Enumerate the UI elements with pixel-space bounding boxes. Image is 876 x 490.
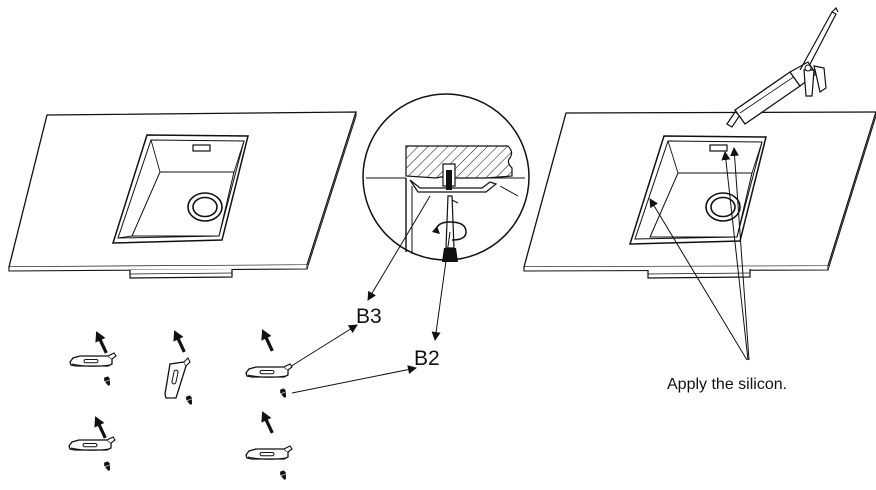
caulking-gun-icon: [726, 6, 839, 128]
mounting-clip-icon: [164, 357, 191, 399]
silicon-instruction: Apply the silicon.: [667, 376, 787, 393]
mounting-clip-icon: [245, 445, 293, 460]
screwdriver-icon: [432, 195, 467, 262]
screw-icon: [184, 394, 195, 406]
label-b2: B2: [414, 347, 440, 370]
up-arrow-icon: [89, 327, 113, 357]
left-sink-bowl: [111, 134, 249, 244]
screw-icon: [102, 460, 113, 472]
parts-group: [68, 325, 293, 481]
screw-icon: [278, 469, 289, 481]
drain-icon: [705, 192, 741, 222]
up-arrow-icon: [255, 325, 279, 355]
mounting-clip-icon: [68, 436, 116, 451]
drain-icon: [187, 192, 223, 222]
mounting-clip-icon: [69, 352, 117, 367]
mounting-clip-icon: [245, 363, 293, 378]
overflow-icon: [192, 144, 211, 152]
up-arrow-icon: [167, 326, 191, 356]
up-arrow-icon: [255, 407, 279, 437]
silicon-pointer-lines: [649, 147, 750, 361]
screw-icon: [102, 375, 113, 387]
detail-magnifier: [362, 93, 530, 262]
screw-icon: [278, 387, 289, 399]
up-arrow-icon: [88, 412, 112, 442]
label-b3: B3: [356, 305, 382, 328]
callout-lines: [284, 195, 451, 394]
overflow-icon: [709, 144, 728, 152]
